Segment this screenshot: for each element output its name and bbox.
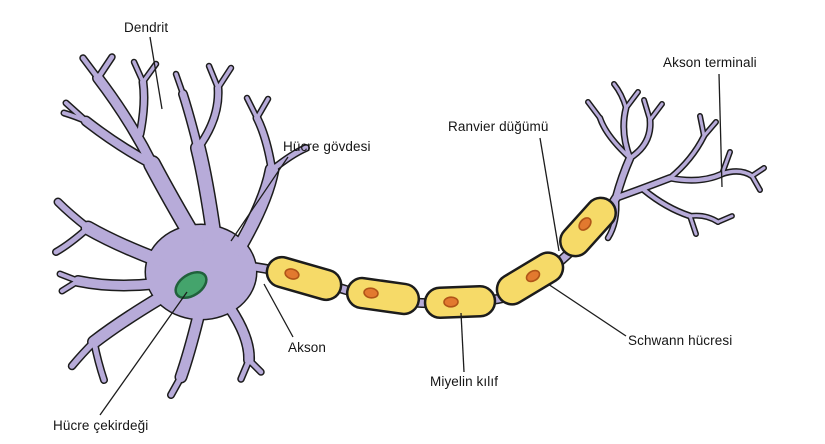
myelin-segment	[423, 285, 497, 319]
label-lines	[99, 36, 723, 416]
leader-line-schwann-hucresi	[547, 283, 627, 337]
myelin-segment	[345, 276, 421, 316]
axon-terminal-branch	[716, 214, 734, 224]
dendrite	[269, 145, 309, 173]
leader-line-akson	[263, 283, 294, 338]
leader-line-hucre-cekirdegi	[99, 291, 188, 416]
label-dendrit: Dendrit	[124, 20, 169, 35]
axon-terminal-branch	[648, 102, 664, 122]
axon-terminal-branch	[642, 98, 652, 122]
schwann-nuclei	[284, 217, 592, 308]
dendrite	[232, 164, 278, 256]
schwann-nucleus	[443, 296, 459, 308]
dendrite	[93, 73, 157, 169]
dendrite	[216, 66, 233, 90]
label-hucre-govdesi: Hücre gövdesi	[283, 139, 371, 154]
axon-terminal-branch	[720, 150, 732, 176]
dendrite	[144, 156, 204, 250]
axon-terminal-branch	[668, 134, 706, 180]
leader-line-dendrit	[149, 36, 163, 110]
dendrite	[95, 54, 115, 81]
dendrite	[176, 313, 203, 382]
axon-terminal-branch	[586, 100, 602, 120]
dendrite	[246, 357, 264, 375]
dendrite	[91, 339, 107, 383]
axon-terminal-branch	[688, 214, 698, 236]
label-ranvier-dugumu: Ranvier düğümü	[448, 119, 549, 134]
axon-terminal-branch	[613, 175, 673, 201]
axon-terminal-branch	[612, 82, 628, 110]
label-akson: Akson	[288, 340, 327, 355]
dendrite	[195, 85, 222, 151]
dendrite	[82, 117, 156, 168]
schwann-nucleus	[284, 268, 300, 280]
dendrite	[255, 97, 270, 120]
cell-nucleus	[174, 270, 208, 300]
dendrite	[254, 115, 275, 173]
label-schwann-hucresi: Schwann hücresi	[628, 333, 733, 348]
dendrite	[132, 60, 145, 84]
dendrite	[207, 64, 220, 90]
dendrite	[245, 96, 259, 120]
dendrite	[80, 55, 101, 81]
dendrite	[58, 272, 80, 283]
axon-terminal-branch	[598, 116, 632, 160]
leader-line-akson-terminali	[718, 73, 723, 188]
dendrite	[69, 339, 97, 369]
dendrite	[191, 141, 221, 243]
axon-terminal-branch	[698, 114, 706, 138]
dendrite	[55, 199, 91, 231]
axon-terminal-branch	[750, 166, 766, 178]
axon-terminal-branch	[668, 172, 724, 183]
dendrite	[141, 62, 158, 84]
label-miyelin-kilif: Miyelin kılıf	[430, 374, 499, 389]
dendrite	[179, 90, 202, 152]
dendrite	[60, 279, 80, 293]
dendrite	[238, 357, 252, 382]
myelin-sheath	[265, 196, 617, 319]
schwann-nucleus	[525, 269, 541, 283]
myelin-segment	[265, 255, 343, 302]
schwann-nucleus	[363, 287, 379, 299]
label-akson-terminali: Akson terminali	[663, 55, 757, 70]
dendrite	[225, 303, 254, 365]
leader-line-ranvier-dugumu	[539, 137, 560, 252]
dendrite	[53, 225, 91, 255]
dendrite	[88, 292, 166, 348]
dendrite	[73, 276, 157, 290]
dendrite	[168, 374, 184, 398]
axon-terminal-branch	[720, 169, 754, 178]
axon-terminal-branch	[621, 106, 632, 160]
axon-terminal-branch	[642, 188, 692, 218]
axon-terminal-branch	[613, 155, 633, 201]
schwann-nucleus	[578, 217, 592, 231]
label-hucre-cekirdegi: Hücre çekirdeği	[53, 418, 149, 433]
axon-terminal-branch	[702, 120, 718, 138]
dendrite	[62, 111, 88, 123]
dendrite	[174, 72, 185, 96]
axon-terminal-branch	[688, 214, 720, 224]
leader-line-miyelin-kilif	[460, 312, 465, 373]
axon-terminal-branch	[750, 174, 762, 192]
axon-terminal-branch	[624, 90, 640, 110]
leader-line-hucre-govdesi	[230, 156, 289, 242]
axon-terminal-branch	[628, 118, 653, 160]
dendrite	[82, 222, 164, 266]
dendrite	[137, 79, 147, 137]
